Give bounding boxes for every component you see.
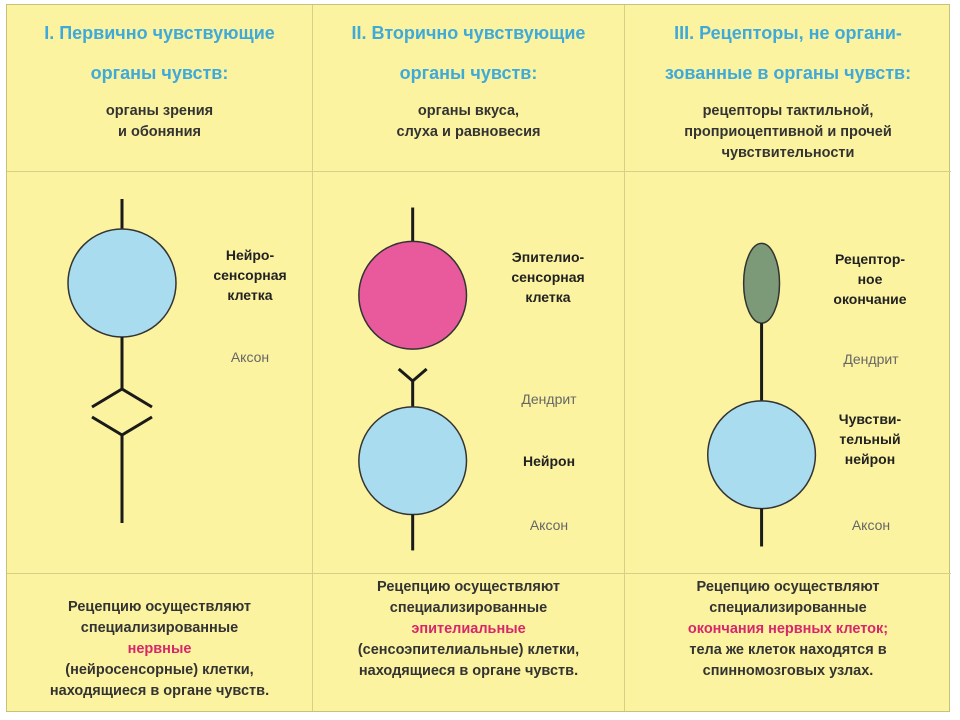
epitheliosensory-cell-label: Эпителио- сенсорная клетка — [511, 249, 585, 305]
axon-label: Аксон — [529, 517, 569, 533]
sensory-neuron-diagram — [706, 242, 817, 547]
dendrite-label: Дендрит — [521, 391, 577, 407]
neuron-label: Нейрон — [522, 453, 576, 469]
column-unorganized-receptors: III. Рецепторы, не органи- зованные в ор… — [624, 5, 951, 711]
dendrite-label: Дендрит — [843, 351, 899, 367]
sensory-neuron-body — [706, 400, 817, 510]
column-header: III. Рецепторы, не органи- зованные в ор… — [625, 5, 951, 172]
column-footer: Рецепцию осуществляют специализированные… — [313, 573, 624, 711]
column-title: I. Первично чувствующие органы чувств: — [44, 23, 275, 83]
dendrite-fork — [397, 367, 428, 383]
column-subtitle: органы вкуса, слуха и равновесия — [396, 103, 541, 140]
neurosensory-cell-label: Нейро- сенсорная клетка — [213, 247, 287, 303]
column-diagram-area: Эпителио- сенсорная клетка Дендрит Нейро… — [313, 171, 624, 574]
neurosensory-cell-body — [67, 228, 177, 338]
axon-label: Аксон — [230, 349, 270, 365]
column-title: III. Рецепторы, не органи- зованные в ор… — [664, 23, 912, 83]
footer-accent: окончания нервных клеток; — [687, 621, 889, 637]
column-title: II. Вторично чувствующие органы чувств: — [351, 23, 586, 83]
neurosensory-cell-diagram — [67, 199, 177, 523]
synapse-fork-upper — [91, 387, 153, 409]
column-footer: Рецепцию осуществляют специализированные… — [625, 573, 951, 711]
column-subtitle: органы зрения и обоняния — [105, 103, 214, 140]
synapse-fork-lower — [91, 415, 153, 437]
epitheliosensory-cell-diagram — [358, 207, 468, 551]
sensory-neuron-label: Чувстви- тельный нейрон — [838, 411, 902, 467]
footer-description: Рецепцию осуществляют специализированные… — [625, 577, 951, 682]
column-primary-sense-organs: I. Первично чувствующие органы чувств: о… — [7, 5, 312, 711]
footer-accent: нервные — [127, 641, 192, 657]
column-header: II. Вторично чувствующие органы чувств: … — [313, 5, 624, 172]
axon-label: Аксон — [851, 517, 891, 533]
receptor-ending-label: Рецептор- ное окончание — [833, 251, 907, 307]
column-subtitle: рецепторы тактильной, проприоцептивной и… — [684, 103, 892, 161]
column-diagram-area: Нейро- сенсорная клетка Аксон — [7, 171, 312, 574]
column-header: I. Первично чувствующие органы чувств: о… — [7, 5, 312, 172]
footer-accent: эпителиальные — [411, 621, 526, 637]
footer-description: Рецепцию осуществляют специализированные… — [313, 577, 624, 682]
neuron-body — [358, 406, 468, 516]
column-diagram-area: Рецептор- ное окончание Дендрит Чувстви-… — [625, 171, 951, 574]
epitheliosensory-cell-body — [358, 240, 468, 350]
footer-description: Рецепцию осуществляют специализированные… — [7, 597, 312, 702]
receptor-ending — [742, 242, 781, 324]
column-footer: Рецепцию осуществляют специализированные… — [7, 573, 312, 711]
column-secondary-sense-organs: II. Вторично чувствующие органы чувств: … — [312, 5, 624, 711]
classification-table: I. Первично чувствующие органы чувств: о… — [6, 4, 951, 712]
